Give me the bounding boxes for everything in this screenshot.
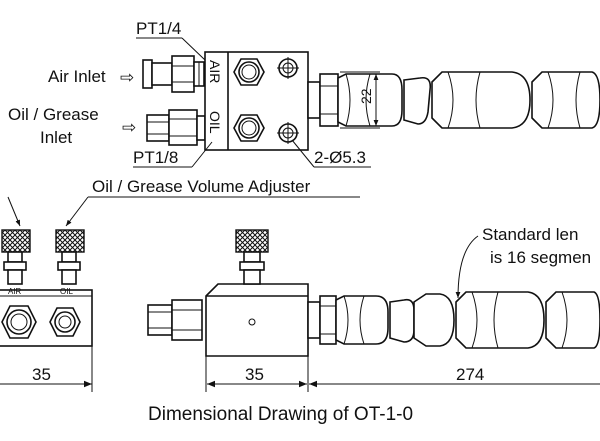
oil-block-label: OIL xyxy=(207,111,223,134)
front-oil-label: OIL xyxy=(60,287,73,296)
height-dimension: 22 xyxy=(340,71,380,129)
adjuster-label: Oil / Grease Volume Adjuster xyxy=(92,177,311,196)
oil-inlet-label-line2: Inlet xyxy=(40,128,72,147)
oil-inlet-label-line1: Oil / Grease xyxy=(8,105,99,124)
front-air-label: AIR xyxy=(8,287,22,296)
pt18-label: PT1/8 xyxy=(133,148,178,167)
oil-inlet-fitting xyxy=(146,109,206,146)
standard-length-line2: is 16 segmen xyxy=(490,248,591,267)
valve-block: AIR OIL xyxy=(204,51,309,151)
height-dimension-value: 22 xyxy=(358,88,374,104)
dim-left-value: 35 xyxy=(32,365,51,384)
standard-length-line1: Standard len xyxy=(482,225,578,244)
top-hose xyxy=(307,71,600,129)
hole-spec-label: 2-Ø5.3 xyxy=(314,148,366,167)
side-view: 35 274 xyxy=(147,229,600,392)
drawing-caption: Dimensional Drawing of OT-1-0 xyxy=(148,404,413,425)
air-inlet-label: Air Inlet xyxy=(48,67,106,86)
front-view: AIR OIL 35 xyxy=(0,229,93,392)
air-inlet-arrow: ⇨ xyxy=(120,68,134,87)
dim-right-value: 274 xyxy=(456,365,484,384)
top-view: AIR OIL xyxy=(8,19,600,168)
air-block-label: AIR xyxy=(207,60,223,83)
dim-mid-value: 35 xyxy=(245,365,264,384)
oil-inlet-arrow: ⇨ xyxy=(122,118,136,137)
pt14-label: PT1/4 xyxy=(136,19,181,38)
air-inlet-fitting xyxy=(142,55,205,93)
